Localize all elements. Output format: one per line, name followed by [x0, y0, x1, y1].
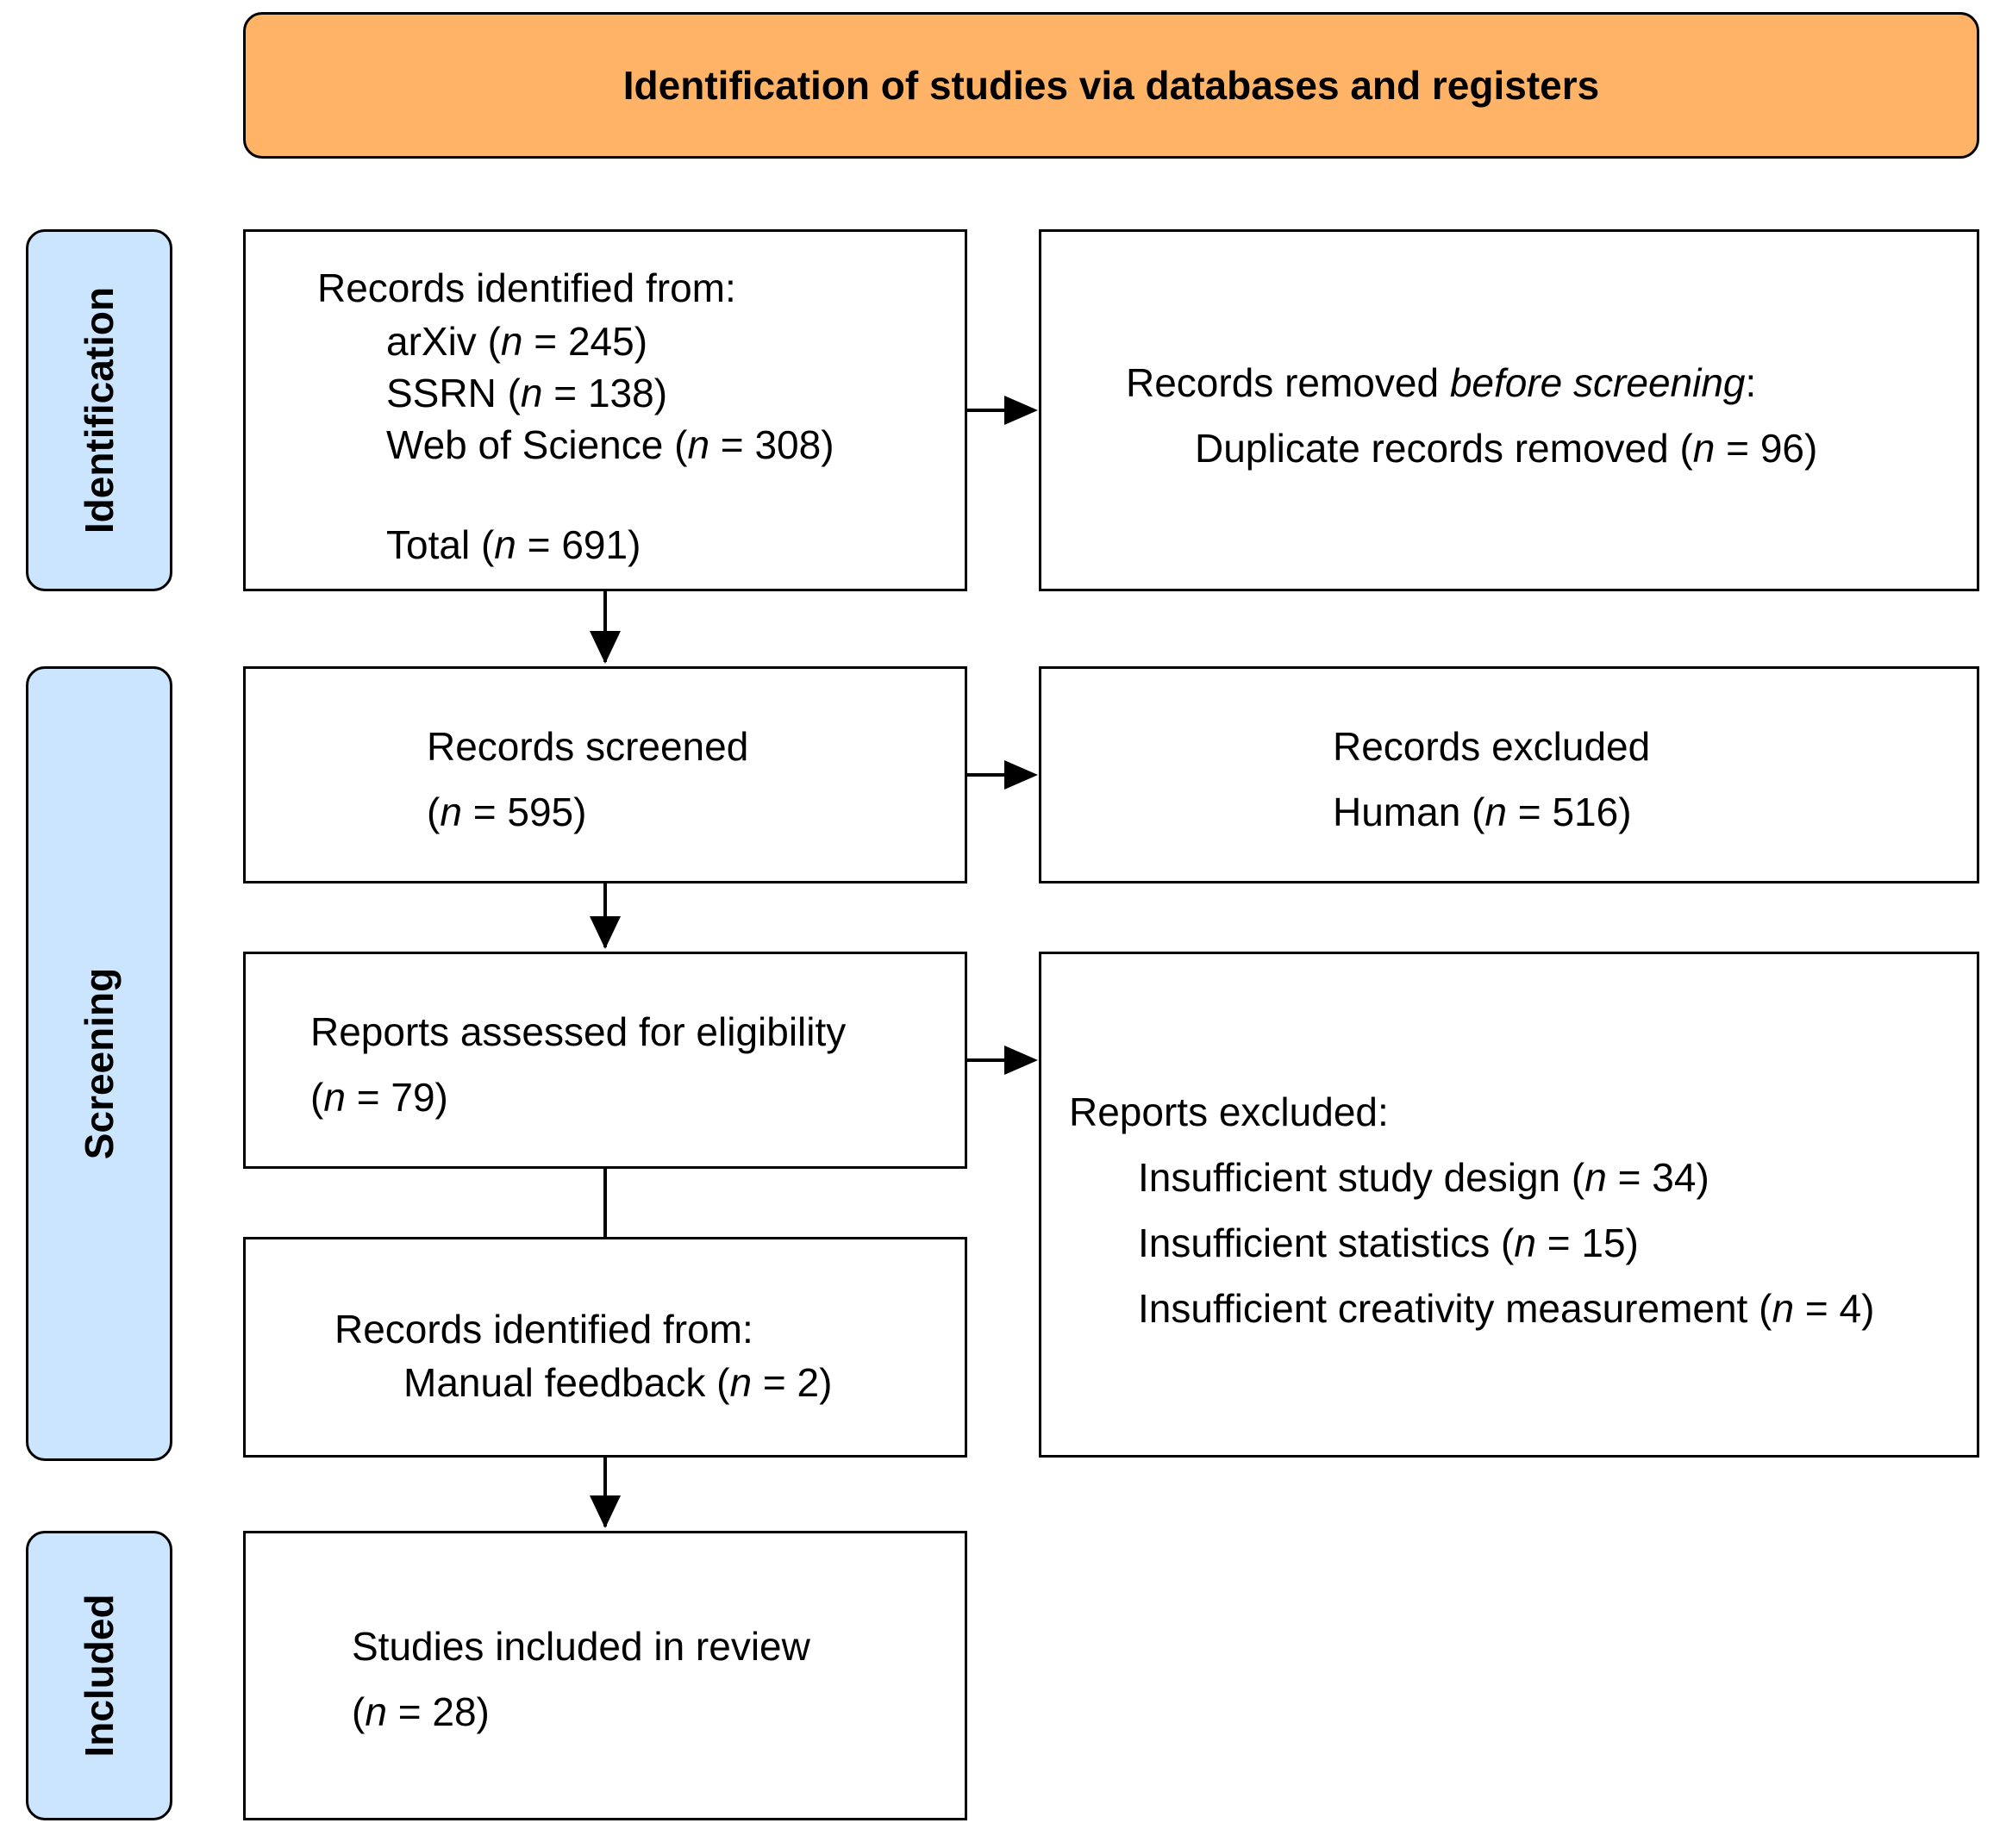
manual-feedback-item: Manual feedback (n = 2): [403, 1360, 833, 1405]
arrowhead-right-2: [1004, 760, 1038, 790]
removed-duplicates: Duplicate records removed (n = 96): [1195, 426, 1818, 471]
assessed-title: Reports assessed for eligibility: [310, 1009, 847, 1054]
manual-title: Records identified from:: [334, 1307, 753, 1352]
excluded-human: Human (n = 516): [1333, 790, 1632, 834]
arrowhead-right-1: [1004, 396, 1038, 425]
box-reports-excluded: [1039, 952, 1979, 1458]
box-reports-assessed: [243, 952, 967, 1169]
assessed-count: (n = 79): [310, 1075, 448, 1120]
excluded-title: Records excluded: [1333, 724, 1651, 769]
included-title: Studies included in review: [352, 1624, 810, 1669]
arrowhead-down-3: [590, 1495, 621, 1528]
phase-identification: Identification: [26, 229, 172, 591]
removed-title: Records removed before screening:: [1126, 360, 1757, 405]
identified-source-ssrn: SSRN (n = 138): [386, 371, 668, 415]
identified-total: Total (n = 691): [386, 522, 641, 567]
phase-screening: Screening: [26, 666, 172, 1461]
identified-title: Records identified from:: [317, 265, 736, 310]
arrowhead-right-3: [1004, 1046, 1038, 1075]
reports-excluded-statistics: Insufficient statistics (n = 15): [1138, 1221, 1639, 1265]
reports-excluded-creativity-measurement: Insufficient creativity measurement (n =…: [1138, 1286, 1875, 1331]
phase-included: Included: [26, 1531, 172, 1820]
box-records-excluded: [1039, 666, 1979, 883]
arrowhead-down-2: [590, 916, 621, 949]
identified-source-arxiv: arXiv (n = 245): [386, 319, 648, 364]
screened-count: (n = 595): [427, 790, 587, 834]
header-identification-of-studies: Identification of studies via databases …: [243, 12, 1979, 159]
box-records-removed: [1039, 229, 1979, 591]
box-manual-feedback: [243, 1237, 967, 1458]
reports-excluded-study-design: Insufficient study design (n = 34): [1138, 1155, 1709, 1200]
arrowhead-down-1: [590, 631, 621, 664]
reports-excluded-title: Reports excluded:: [1069, 1089, 1389, 1134]
box-studies-included: [243, 1531, 967, 1820]
included-count: (n = 28): [352, 1689, 490, 1734]
screened-title: Records screened: [427, 724, 749, 769]
box-records-identified: [243, 229, 967, 591]
box-records-screened: [243, 666, 967, 883]
header-title: Identification of studies via databases …: [622, 63, 1600, 108]
identified-source-web-of-science: Web of Science (n = 308): [386, 422, 834, 467]
